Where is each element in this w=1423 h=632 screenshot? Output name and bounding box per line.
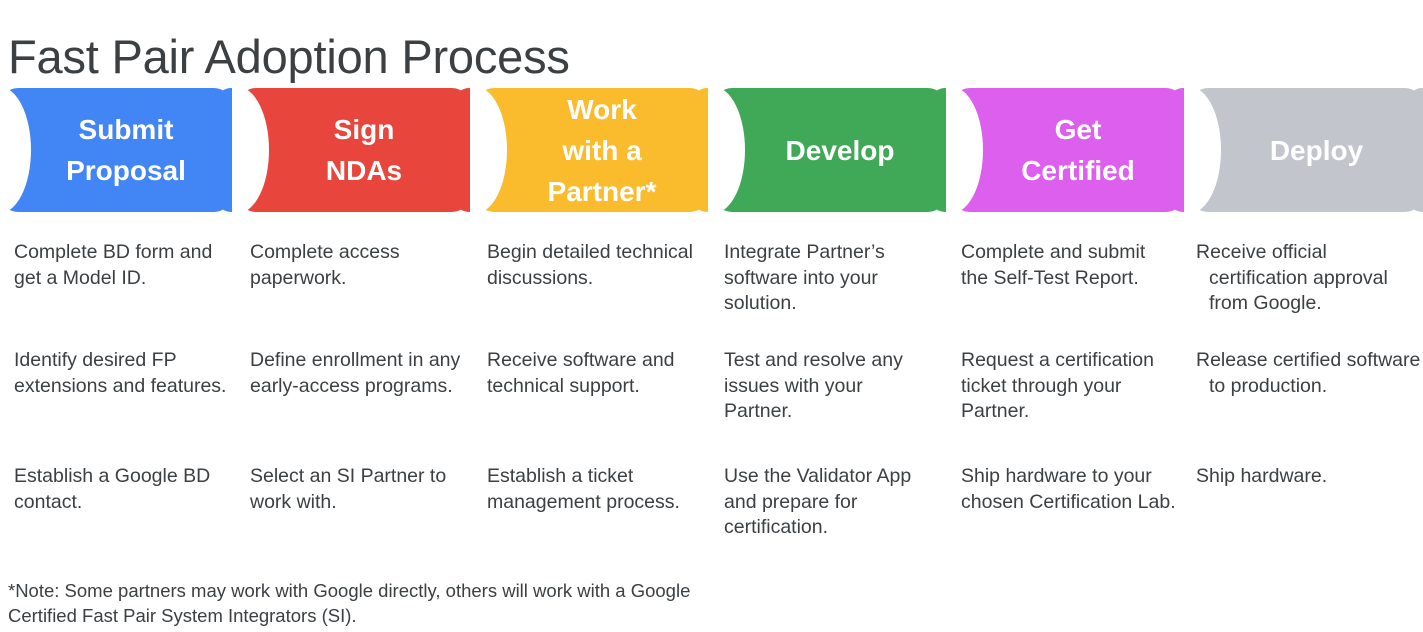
stage-label: Deploy (1269, 134, 1364, 166)
detail-item: Establish a ticket management process. (487, 465, 680, 513)
stage-banner-sign-ndas[interactable]: Sign NDAs (238, 88, 470, 212)
detail-item: Define enrollment in any early-access pr… (250, 349, 461, 397)
stage-banner-deploy[interactable]: Deploy (1190, 88, 1423, 212)
detail-item: Receive software and technical support. (487, 349, 675, 397)
stage-label: Develop (785, 134, 895, 166)
detail-item: Establish a Google BD contact. (14, 465, 211, 513)
stage-banner-get-certified[interactable]: Get Certified (952, 88, 1184, 212)
detail-item: Ship hardware. (1196, 465, 1328, 487)
detail-item: Identify desired FP extensions and featu… (14, 349, 227, 397)
stage-banner-develop[interactable]: Develop (714, 88, 946, 212)
stage-label: Sign NDAs (325, 114, 403, 186)
detail-item: Use the Validator App and prepare for ce… (724, 465, 912, 538)
detail-item: Receive official certification approval … (1196, 241, 1388, 314)
detail-item: Complete BD form and get a Model ID. (14, 241, 213, 289)
stage-arrow-notch (0, 88, 31, 212)
stage-arrow-bulge (1392, 88, 1423, 212)
process-stage-row: Submit Proposal Sign NDAs Work with a Part… (0, 88, 1423, 212)
stage-label: Submit Proposal (66, 114, 186, 186)
detail-item: Select an SI Partner to work with. (250, 465, 447, 513)
stage-label: Work with a Partner* (547, 93, 657, 207)
stage-banner-submit-proposal[interactable]: Submit Proposal (0, 88, 232, 212)
detail-item: Ship hardware to your chosen Certificati… (961, 465, 1176, 513)
detail-item: Request a certification ticket through y… (961, 349, 1154, 422)
detail-item: Integrate Partner’s software into your s… (724, 241, 885, 314)
footnote: *Note: Some partners may work with Googl… (8, 580, 691, 626)
detail-item: Release certified software to production… (1196, 349, 1421, 397)
process-detail-columns: Complete BD form and get a Model ID. Iden… (0, 240, 1423, 560)
detail-item: Begin detailed technical discussions. (487, 241, 693, 289)
stage-banner-work-with-a-partner[interactable]: Work with a Partner* (476, 88, 708, 212)
page-title: Fast Pair Adoption Process (8, 30, 570, 84)
detail-item: Complete access paperwork. (250, 241, 400, 289)
detail-item: Test and resolve any issues with your Pa… (724, 349, 903, 422)
detail-item: Complete and submit the Self-Test Report… (961, 241, 1146, 289)
stage-label: Get Certified (1021, 114, 1135, 186)
